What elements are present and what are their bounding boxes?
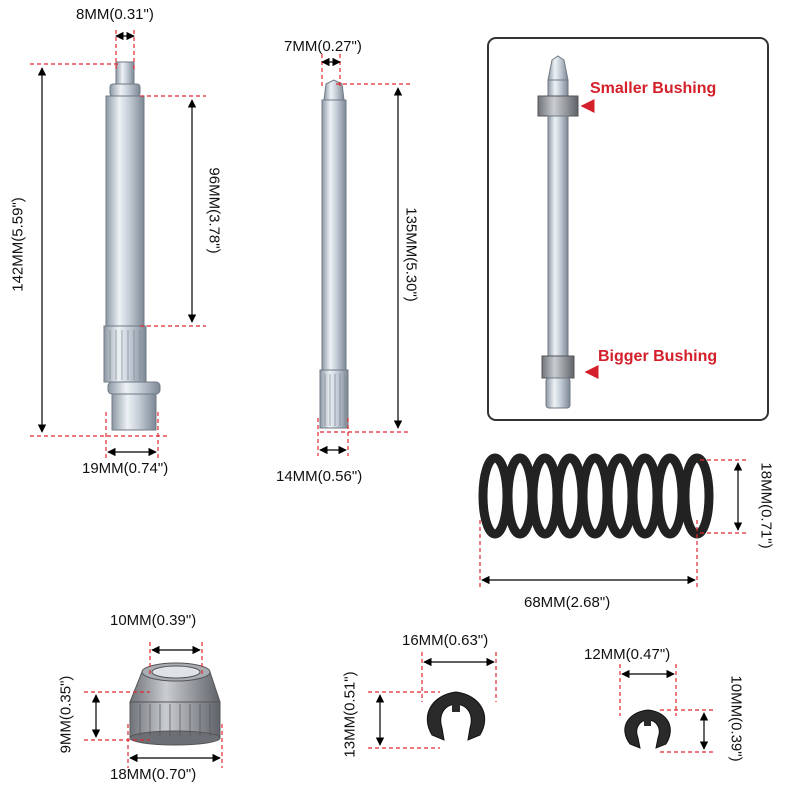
e-clip-small [624,709,671,749]
bushing [129,662,221,746]
bushing-height-label: 9MM(0.35") [57,675,75,754]
clip-small-height-label: 10MM(0.39") [727,675,745,762]
e-clip-large [426,691,486,741]
spring-dimensions [479,459,748,590]
long-pin-dimensions [30,30,206,458]
long-pin-top-width-label: 8MM(0.31") [76,6,154,23]
spring-length-label: 68MM(2.68") [524,594,611,611]
short-hinge-pin [319,79,349,429]
short-pin-base-width-label: 14MM(0.56") [276,468,363,485]
long-pin-knurl-span-label: 96MM(3.78") [205,167,223,254]
long-hinge-pin [103,61,161,431]
clip-large-height-label: 13MM(0.51") [341,671,359,758]
long-pin-length-label: 142MM(5.59") [9,197,27,292]
clip-small-dimensions [619,664,716,753]
bushing-outer-label: 18MM(0.70") [110,766,197,783]
clip-large-width-label: 16MM(0.63") [402,632,489,649]
short-pin-top-width-label: 7MM(0.27") [284,38,362,55]
assembled-pin-inset [487,37,769,421]
smaller-bushing-label: Smaller Bushing [590,80,717,97]
bushing-dimensions [84,642,223,768]
short-pin-length-label: 135MM(5.30") [402,207,420,302]
bigger-bushing-label: Bigger Bushing [598,348,718,365]
clip-large-dimensions [368,652,497,749]
spring [478,453,714,539]
long-pin-base-width-label: 19MM(0.74") [82,460,169,477]
clip-small-width-label: 12MM(0.47") [584,646,671,663]
spring-diameter-label: 18MM(0.71") [757,462,775,549]
short-pin-dimensions [317,54,410,456]
bushing-inner-label: 10MM(0.39") [110,612,197,629]
